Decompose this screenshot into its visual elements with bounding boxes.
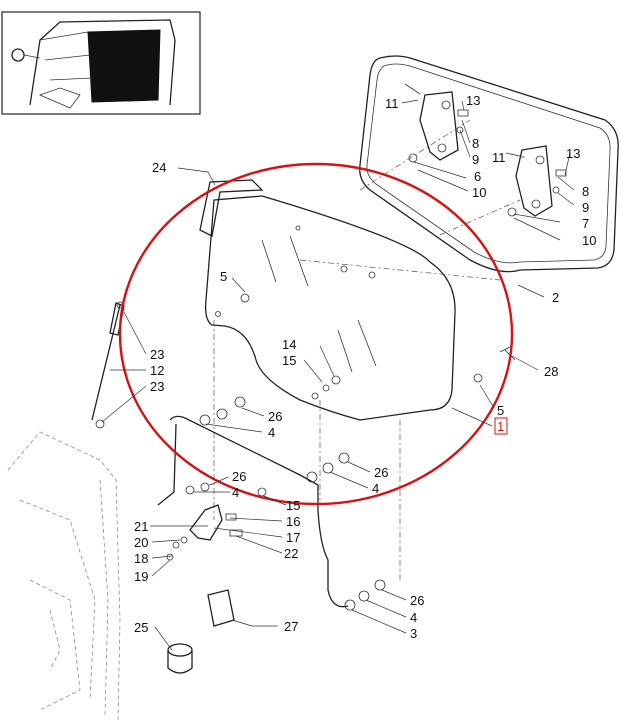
callout-8: 8	[582, 184, 589, 199]
edge-strip	[199, 179, 264, 237]
callout-26: 26	[410, 593, 424, 608]
callout-6: 6	[474, 169, 481, 184]
lower-bracket-frame	[157, 396, 386, 611]
callout-4: 4	[268, 425, 275, 440]
callout-13: 13	[566, 146, 580, 161]
callout-12: 12	[150, 363, 164, 378]
tractor-cab-thumbnail-icon	[1, 11, 201, 115]
callout-15: 15	[282, 353, 296, 368]
callout-4: 4	[232, 485, 239, 500]
callout-2: 2	[552, 290, 559, 305]
callout-16: 16	[286, 514, 300, 529]
callout-21: 21	[134, 519, 148, 534]
callout-20: 20	[134, 535, 148, 550]
callout-1: 1	[497, 419, 504, 434]
callout-26: 26	[374, 465, 388, 480]
callout-27: 27	[284, 619, 298, 634]
callout-22: 22	[284, 546, 298, 561]
callout-24: 24	[152, 160, 166, 175]
rear-glass-pane	[204, 195, 456, 421]
callout-4: 4	[410, 610, 417, 625]
callout-3: 3	[410, 626, 417, 641]
callout-23: 23	[150, 379, 164, 394]
callout-25: 25	[134, 620, 148, 635]
lower-hinge	[505, 145, 567, 217]
callout-11: 11	[385, 96, 399, 111]
highlight-ellipse	[118, 162, 514, 506]
latch-mechanism	[166, 504, 243, 561]
callout-26: 26	[232, 469, 246, 484]
callout-11: 11	[492, 150, 506, 165]
callout-14: 14	[282, 337, 296, 352]
callout-10: 10	[472, 185, 486, 200]
callout-4: 4	[372, 481, 379, 496]
callout-5: 5	[497, 403, 504, 418]
callout-19: 19	[134, 569, 148, 584]
callout-8: 8	[472, 136, 479, 151]
assembly-centre-lines	[213, 119, 521, 580]
rubber-pad	[207, 589, 235, 627]
callout-28: 28	[544, 364, 558, 379]
callout-17: 17	[286, 530, 300, 545]
callout-labels: 24 11 13 8 9 6 10 11 13 8 9 7 10 2 5 14 …	[134, 93, 596, 641]
callout-9: 9	[582, 200, 589, 215]
callout-26: 26	[268, 409, 282, 424]
boxed-callout-frame	[494, 417, 508, 435]
fasteners	[215, 293, 516, 400]
callout-23: 23	[150, 347, 164, 362]
window-seal	[359, 55, 619, 273]
callout-18: 18	[134, 551, 148, 566]
callout-7: 7	[582, 216, 589, 231]
callout-13: 13	[466, 93, 480, 108]
leader-lines	[101, 99, 575, 651]
protective-cap	[167, 643, 193, 674]
upper-hinge	[404, 83, 469, 163]
callout-5: 5	[220, 269, 227, 284]
callout-9: 9	[472, 152, 479, 167]
callout-10: 10	[582, 233, 596, 248]
cab-ghost-outline	[7, 431, 121, 721]
callout-15: 15	[286, 498, 300, 513]
gas-strut	[91, 301, 125, 429]
